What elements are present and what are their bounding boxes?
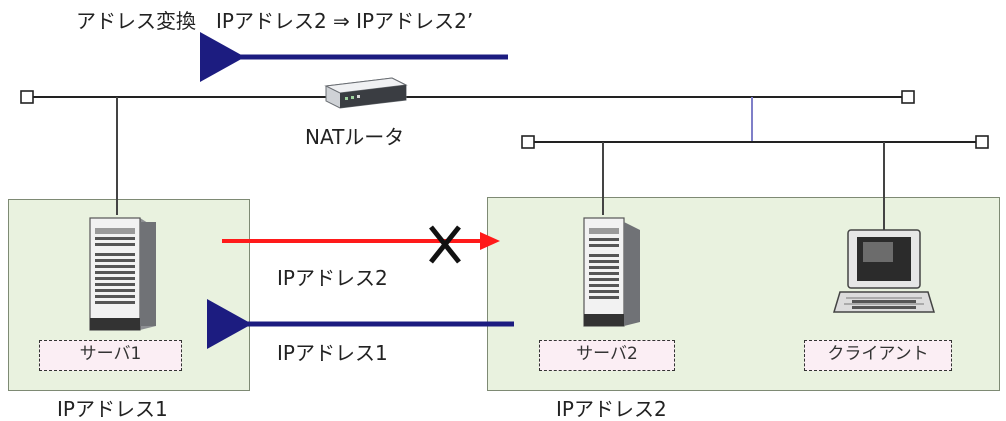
blocked-x-icon — [429, 225, 461, 264]
client-pc-icon — [832, 229, 936, 313]
blue-arrow-label: IPアドレス1 — [277, 341, 388, 365]
router-icon — [324, 77, 408, 109]
red-arrow — [222, 232, 500, 250]
server1-tag: サーバ1 — [39, 340, 182, 371]
client-tag: クライアント — [804, 340, 952, 371]
lower-network-bus — [521, 135, 989, 149]
router-label: NATルータ — [305, 125, 405, 149]
translation-caption: アドレス変換 IPアドレス2 ⇒ IPアドレス2’ — [76, 9, 474, 33]
upper-network-bus — [20, 90, 915, 104]
server2-icon — [583, 217, 640, 327]
right-address-label: IPアドレス2 — [556, 397, 667, 421]
red-arrow-label: IPアドレス2 — [277, 266, 388, 290]
server1-icon — [89, 217, 156, 331]
left-address-label: IPアドレス1 — [57, 397, 168, 421]
server2-tag: サーバ2 — [539, 340, 675, 371]
